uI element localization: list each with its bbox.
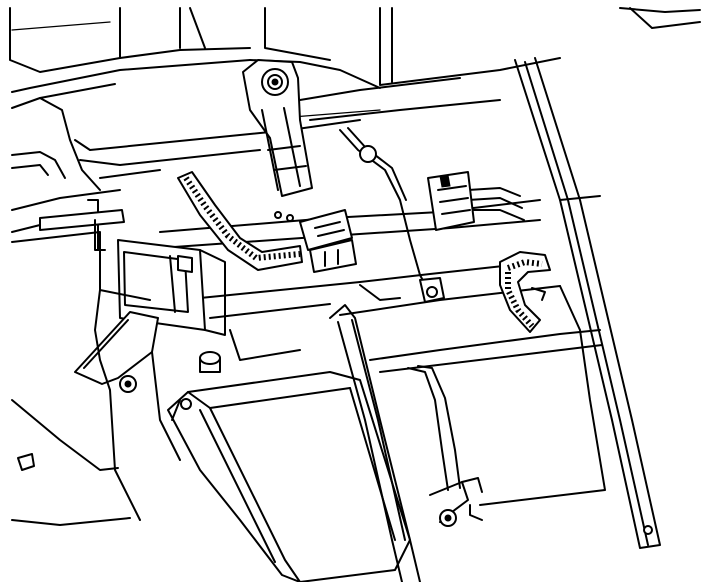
air-duct-outlet [117, 239, 226, 336]
center-rail [329, 304, 421, 582]
wiring-harness-conduit-right [499, 251, 551, 333]
electrical-connector-left [274, 209, 357, 273]
dash-panel [9, 7, 701, 233]
lower-housing-left [11, 231, 301, 526]
heater-core-housing [167, 371, 411, 582]
support-brace-right [514, 57, 661, 549]
wiring-harness [339, 127, 525, 303]
mounting-bracket [242, 59, 313, 197]
mounting-bolt [261, 68, 289, 96]
wiring-harness-conduit-left [177, 171, 303, 271]
mounting-clip [199, 351, 483, 527]
heater-tube [407, 285, 606, 521]
electrical-connector-right [427, 171, 475, 231]
